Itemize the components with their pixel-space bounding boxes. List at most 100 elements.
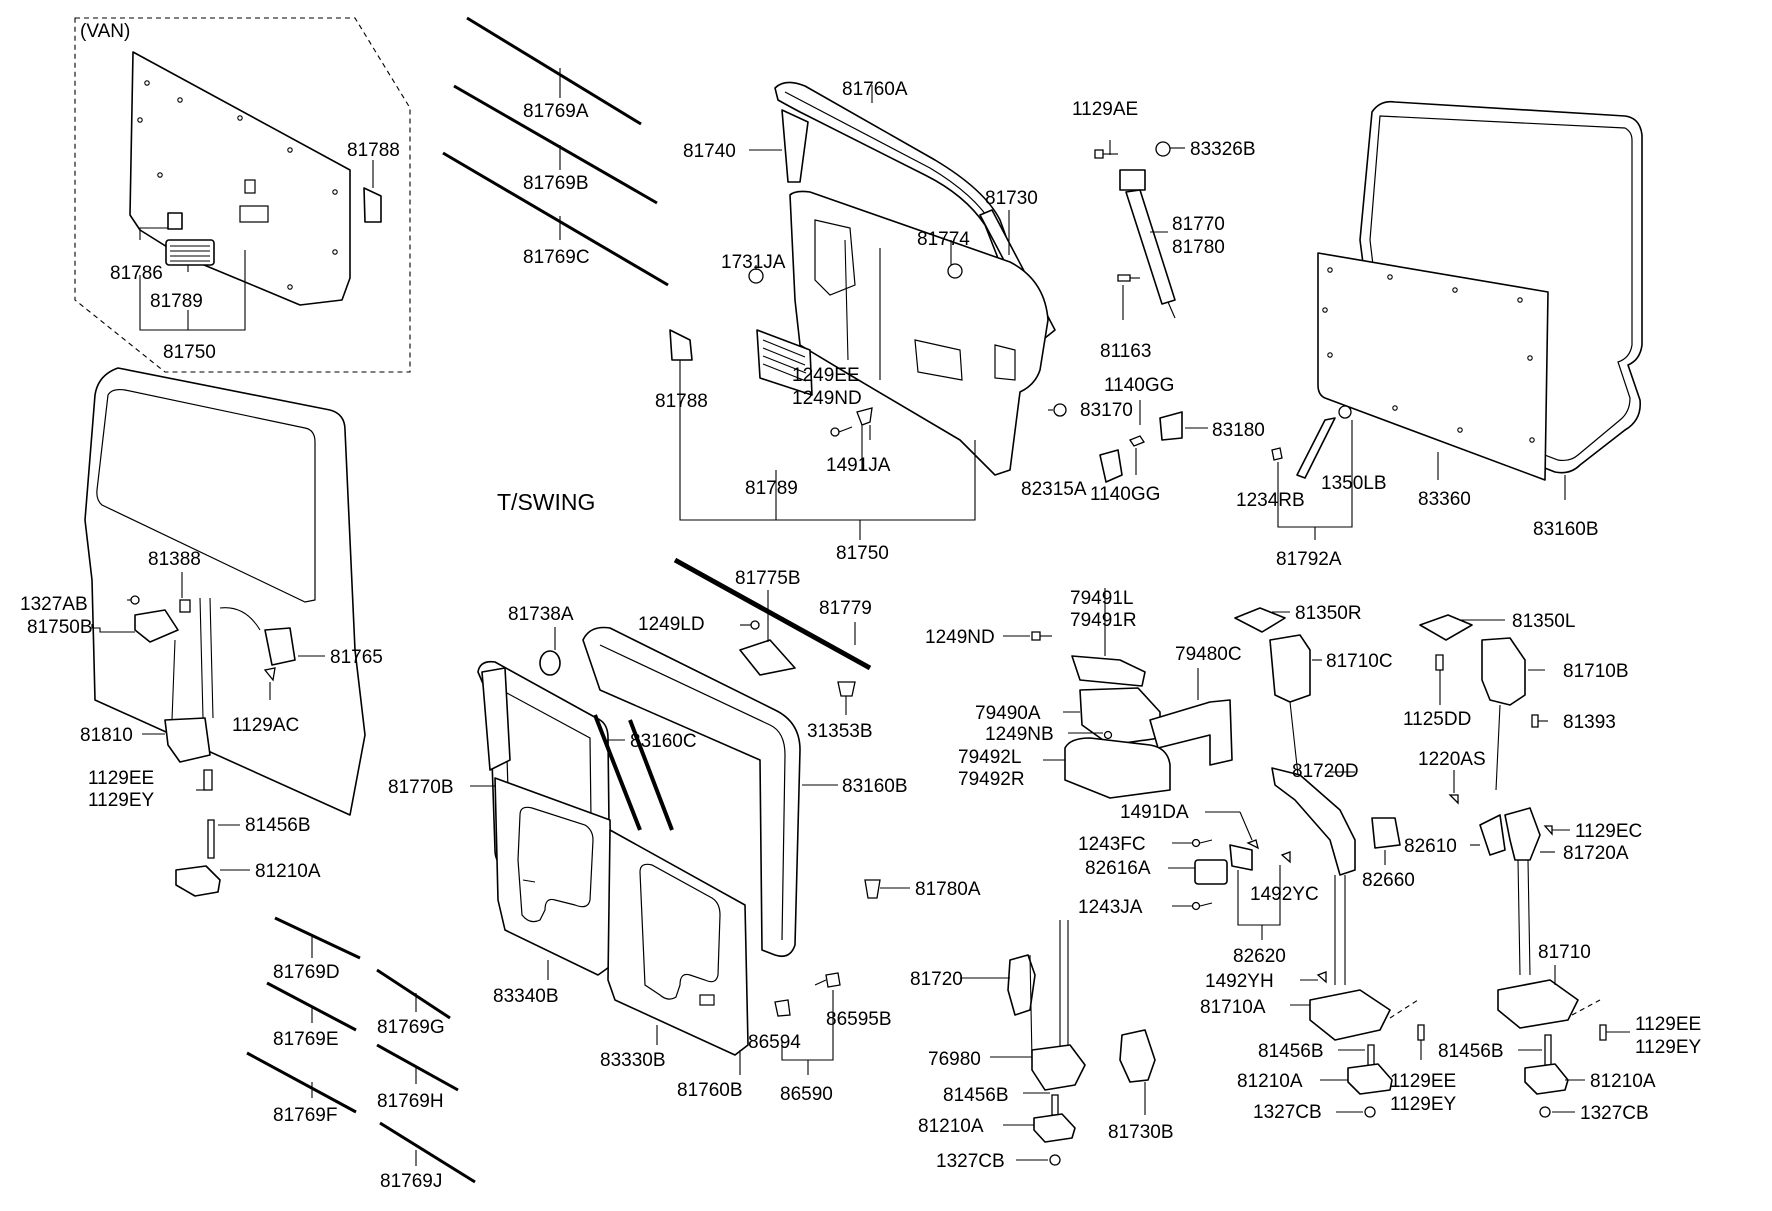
- label-83160C: 83160C: [630, 731, 697, 752]
- label-1327CB-bottom: 1327CB: [936, 1151, 1005, 1172]
- label-1731JA: 1731JA: [721, 252, 786, 273]
- label-79491R: 79491R: [1070, 610, 1137, 631]
- label-81789-van: 81789: [150, 291, 203, 312]
- label-81780A: 81780A: [915, 879, 981, 900]
- van-inset: (VAN) 81788 81786 81789 81750: [74, 17, 411, 373]
- label-83160B-mid: 83160B: [842, 776, 908, 797]
- label-1129AC: 1129AC: [232, 715, 299, 736]
- label-1492YH: 1492YH: [1205, 971, 1274, 992]
- panel-83360: [1317, 252, 1549, 481]
- label-82315A: 82315A: [1021, 479, 1087, 500]
- bumper-81738A: [539, 650, 561, 676]
- door-frame-81760B: [582, 626, 801, 958]
- clip-82315A: [1053, 403, 1067, 417]
- label-79492L: 79492L: [958, 747, 1021, 768]
- striker-81210A-right: [1524, 1063, 1569, 1095]
- label-83160B-right: 83160B: [1533, 519, 1599, 540]
- label-86595B: 86595B: [826, 1009, 892, 1030]
- label-81769F: 81769F: [273, 1105, 337, 1126]
- label-82610: 82610: [1404, 836, 1457, 857]
- label-81765: 81765: [330, 647, 383, 668]
- rod-81720A: [1504, 807, 1541, 861]
- label-1491JA: 1491JA: [826, 455, 891, 476]
- gas-strut-assembly: 1129AE 83326B 81770 81780 81163: [1072, 99, 1256, 362]
- label-82620: 82620: [1233, 946, 1286, 967]
- label-1350LB: 1350LB: [1321, 473, 1387, 494]
- van-vent-grille: [165, 239, 215, 266]
- label-81456B-right: 81456B: [1438, 1041, 1504, 1062]
- door-trim-panel: [789, 190, 1049, 476]
- label-81210A-mid: 81210A: [1237, 1071, 1303, 1092]
- clip-86595B: [825, 972, 841, 988]
- label-81780: 81780: [1172, 237, 1225, 258]
- label-81740: 81740: [683, 141, 736, 162]
- label-1129EE-mid: 1129EE: [1390, 1071, 1456, 1092]
- van-trim-panel: [129, 51, 351, 306]
- lower-center-lock: 81720 76980 81456B 81210A 1327CB 81730B: [910, 920, 1174, 1172]
- label-1249NB: 1249NB: [985, 724, 1054, 745]
- support-rods-top: 81769A 81769B 81769C: [442, 16, 669, 287]
- label-81770: 81770: [1172, 214, 1225, 235]
- label-81788-van: 81788: [347, 140, 400, 161]
- label-1129EY-right: 1129EY: [1635, 1037, 1702, 1058]
- label-81810: 81810: [80, 725, 133, 746]
- label-1492YC: 1492YC: [1250, 884, 1319, 905]
- striker-81210A-mid: [1347, 1063, 1393, 1095]
- label-81456B-left: 81456B: [245, 815, 311, 836]
- label-1125DD: 1125DD: [1403, 709, 1471, 730]
- label-1129EY-mid: 1129EY: [1390, 1094, 1457, 1115]
- right-lock-assembly: 81350L 81710B 1125DD 81393 1220AS 82610 …: [1403, 611, 1702, 1124]
- label-81720D: 81720D: [1292, 761, 1359, 782]
- label-1249ND-mid: 1249ND: [925, 627, 995, 648]
- label-81775B: 81775B: [735, 568, 801, 589]
- tswing-upper-trim: 81760A 81740 81730 81774 1731JA 81788 12…: [655, 79, 1087, 564]
- hinge-block-79490A: [1079, 687, 1161, 746]
- van-handle-cup: [167, 212, 183, 230]
- tswing-lower-doors: T/SWING: [388, 489, 981, 1105]
- label-81738A: 81738A: [508, 604, 574, 625]
- label-1129EE-left: 1129EE: [88, 768, 154, 789]
- latch-81710A: [1309, 989, 1391, 1041]
- label-1327CB-mid: 1327CB: [1253, 1102, 1322, 1123]
- clip-81780A: [864, 879, 881, 899]
- label-81769G: 81769G: [377, 1017, 445, 1038]
- part-82616A: [1194, 859, 1228, 885]
- label-81760B: 81760B: [677, 1080, 743, 1101]
- cover-cap-81788: [669, 329, 693, 361]
- label-81750-van: 81750: [163, 342, 216, 363]
- label-81774: 81774: [917, 229, 970, 250]
- label-81770B: 81770B: [388, 777, 454, 798]
- label-1140GG-a: 1140GG: [1104, 375, 1174, 396]
- latch-81810: [164, 717, 211, 763]
- label-82660: 82660: [1362, 870, 1415, 891]
- label-81730B: 81730B: [1108, 1122, 1174, 1143]
- label-1140GG-b: 1140GG: [1090, 484, 1160, 505]
- label-86590: 86590: [780, 1084, 833, 1105]
- label-83360: 83360: [1418, 489, 1471, 510]
- gas-strut-81770: [1125, 189, 1176, 305]
- label-81163: 81163: [1100, 341, 1151, 362]
- label-1491DA: 1491DA: [1120, 802, 1189, 823]
- label-83330B: 83330B: [600, 1050, 666, 1071]
- label-83170: 83170: [1080, 400, 1133, 421]
- latch-81765: [264, 627, 296, 666]
- hinge-assembly: 1249ND 79491L 79491R 79480C 79490A 1249N…: [925, 588, 1242, 799]
- label-81769D: 81769D: [273, 962, 340, 983]
- latch-81710: [1497, 979, 1579, 1029]
- part-82660: [1371, 817, 1401, 849]
- label-1129EE-right: 1129EE: [1635, 1014, 1701, 1035]
- label-82616A: 82616A: [1085, 858, 1151, 879]
- outside-handle: [134, 609, 179, 643]
- label-81710C: 81710C: [1326, 651, 1393, 672]
- label-83326B: 83326B: [1190, 139, 1256, 160]
- label-81456B-mid: 81456B: [1258, 1041, 1324, 1062]
- label-1249LD: 1249LD: [638, 614, 705, 635]
- hinge-bracket-79491: [1071, 655, 1146, 687]
- label-1327CB-right: 1327CB: [1580, 1103, 1649, 1124]
- label-81720: 81720: [910, 969, 963, 990]
- lock-81710B: [1481, 637, 1526, 706]
- striker-81210A-left: [175, 865, 221, 897]
- label-81789-tswing: 81789: [745, 478, 798, 499]
- latch-81730B: [1119, 1029, 1156, 1083]
- label-79492R: 79492R: [958, 769, 1025, 790]
